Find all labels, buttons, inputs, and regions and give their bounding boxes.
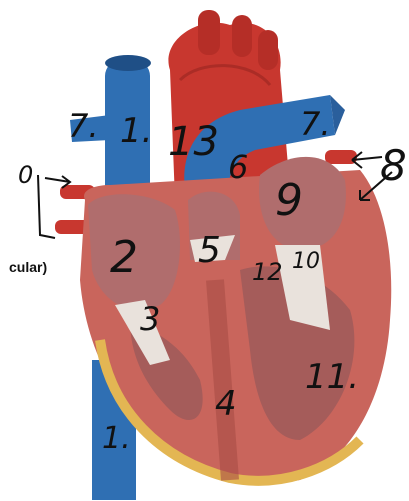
label-12: 12 [252, 258, 283, 286]
label-5: 5 [198, 230, 221, 271]
partial-label-cular: cular) [9, 259, 47, 275]
label-8: 8 [380, 141, 407, 190]
label-6: 6 [228, 148, 248, 186]
label-1b: 1. [102, 421, 131, 456]
label-13: 13 [168, 119, 219, 165]
label-4: 4 [215, 384, 237, 424]
label-2: 2 [110, 232, 138, 283]
label-1a: 1. [120, 111, 152, 151]
label-7b: 7. [300, 105, 331, 143]
label-11: 11. [305, 357, 359, 397]
label-9: 9 [275, 175, 303, 226]
label-7a: 7. [68, 107, 99, 145]
label-0: 0 [18, 161, 33, 189]
label-10: 10 [292, 249, 320, 274]
label-3: 3 [140, 300, 160, 338]
